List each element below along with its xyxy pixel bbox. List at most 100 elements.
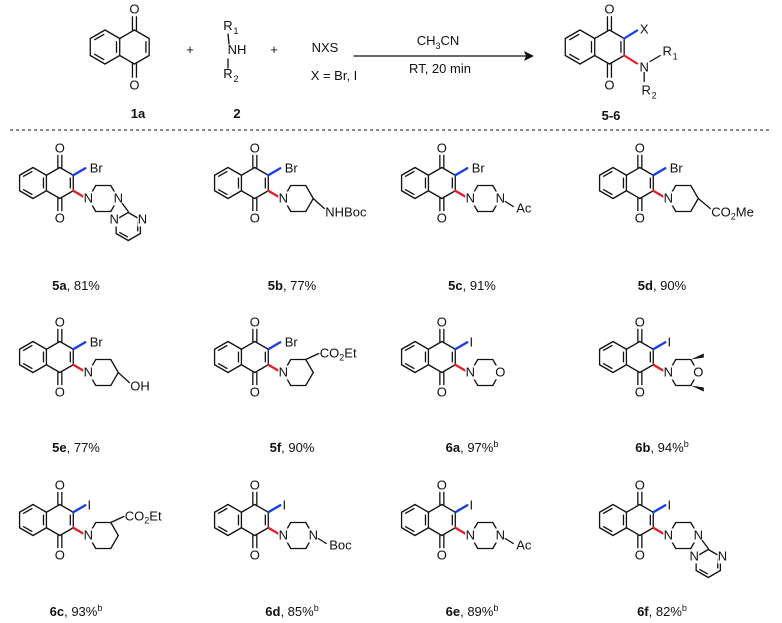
quinone-bond <box>608 29 625 40</box>
halogen-bond <box>72 167 87 177</box>
quinone-bond <box>427 503 443 513</box>
benzene-bond <box>89 54 106 65</box>
label-bg <box>693 365 704 380</box>
benzene-double-bond <box>602 507 613 515</box>
oxygen-atom: O <box>437 385 447 400</box>
quinone-bond <box>240 527 256 537</box>
oxygen-atom: O <box>437 140 447 155</box>
benzene-double-bond <box>22 362 33 370</box>
benzene-bond <box>213 503 229 513</box>
oxygen-atom: O <box>55 548 65 563</box>
benzene-double-bond <box>217 170 228 178</box>
halogen-x: X <box>640 22 649 37</box>
n-acyl-bond <box>504 200 514 208</box>
benzene-bond <box>400 340 416 350</box>
benzene-double-bond <box>404 188 415 196</box>
amine-bond <box>227 33 230 45</box>
halogen-bond <box>623 29 639 40</box>
amine-ring-bond <box>110 521 119 537</box>
benzene-bond <box>414 340 430 350</box>
methyl-wedge <box>690 385 704 392</box>
benzene-bond <box>227 364 243 374</box>
oxygen-atom: O <box>250 211 260 226</box>
halogen-atom: I <box>667 497 671 512</box>
oxygen-atom: O <box>437 548 447 563</box>
benzene-bond <box>400 364 416 374</box>
benzene-bond <box>32 190 48 200</box>
amine-ring-bond <box>690 184 699 200</box>
halogen-bond <box>454 504 469 514</box>
amine-n-atom: N <box>466 191 475 206</box>
amine-n-atom: N <box>466 528 475 543</box>
halogen-atom: Br <box>285 160 299 175</box>
quinone-bond <box>625 166 641 176</box>
pyrimidine-bond <box>127 232 142 242</box>
quinone-bond <box>254 340 269 350</box>
plus-sign: + <box>186 42 194 57</box>
halogen-atom: Br <box>90 160 104 175</box>
label-bg <box>717 549 728 564</box>
quinone-bond <box>639 340 654 350</box>
benzene-bond <box>612 166 628 176</box>
benzene-bond <box>227 527 243 537</box>
reaction-arrow-head <box>524 51 534 61</box>
amine-r1: R <box>223 18 232 33</box>
quinone-bond <box>45 340 61 350</box>
label-bg <box>495 191 506 206</box>
benzene-double-bond <box>404 507 415 515</box>
benzene-bond <box>18 190 34 200</box>
benzene-double-bond <box>94 33 105 41</box>
piperazine-n-atom: N <box>496 191 505 206</box>
benzene-bond <box>104 54 121 65</box>
benzene-double-bond <box>404 525 415 533</box>
halogen-bond <box>652 504 667 514</box>
product-r2-index: 2 <box>652 91 657 101</box>
product-5-6-label: 5-6 <box>602 108 621 123</box>
halogen-atom: Br <box>285 334 299 349</box>
amine-nh: NH <box>228 42 247 57</box>
halogen-bond <box>267 167 282 177</box>
amine-nitrogen: N <box>639 60 648 75</box>
quinone-bond <box>625 527 641 537</box>
benzene-double-bond <box>22 170 33 178</box>
amine-ring-bond <box>110 371 119 387</box>
benzene-bond <box>18 166 34 176</box>
ester-group: CO2Et <box>320 346 357 363</box>
benzene-bond <box>598 190 614 200</box>
oxygen-atom: O <box>250 477 260 492</box>
quinone-bond <box>625 503 641 513</box>
benzene-bond <box>564 54 581 65</box>
quinone-bond <box>59 190 74 200</box>
benzene-bond <box>612 190 628 200</box>
compound-label-5f: 5f, 90% <box>270 440 315 455</box>
substituent-bond <box>312 197 325 210</box>
halogen-atom: Br <box>472 160 486 175</box>
quinone-bond <box>133 29 150 40</box>
amine-ring-bond <box>110 358 119 374</box>
oxygen-atom: O <box>250 314 260 329</box>
quinone-bond <box>45 166 61 176</box>
label-bg <box>83 191 94 206</box>
halogen-atom: I <box>469 497 473 512</box>
pyrimidine-n-atom: N <box>718 549 727 564</box>
amine-n-atom: N <box>84 191 93 206</box>
pyrimidine-bond <box>695 569 709 579</box>
amine-ring-bond <box>305 197 314 213</box>
oxygen-atom: O <box>635 548 645 563</box>
benzene-bond <box>414 527 430 537</box>
quinone-bond <box>240 166 256 176</box>
benzene-bond <box>414 190 430 200</box>
benzene-bond <box>414 364 430 374</box>
benzene-bond <box>612 340 628 350</box>
label-bg <box>495 365 506 380</box>
benzene-bond <box>598 503 614 513</box>
piperazine-n-atom: N <box>309 528 318 543</box>
